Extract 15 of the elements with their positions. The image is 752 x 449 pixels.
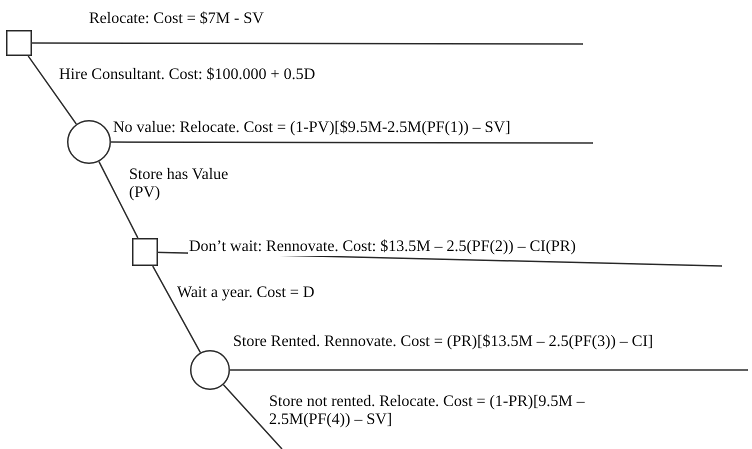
branch-line [111,141,593,144]
branch-label: No value: Relocate. Cost = (1-PV)[$9.5M-2.5M(PF(1)) – SV] [112,119,512,137]
branch-line [28,56,77,124]
branch-line [152,266,201,353]
chance-circle [190,350,230,390]
branch-label: Don’t wait: Rennovate. Cost: $13.5M – 2.5(PF(2)) – CI(PR) [188,238,577,256]
chance-circle [67,120,111,164]
branch-label: Wait a year. Cost = D [176,284,316,302]
decision-square [132,238,158,266]
decision-square [6,30,32,56]
branch-line [222,384,283,449]
branch-line [32,42,583,45]
branch-line [98,161,139,238]
branch-label: Store Rented. Rennovate. Cost = (PR)[$13.5M – 2.5(PF(3)) – CI] [232,333,654,351]
branch-line [230,369,748,371]
